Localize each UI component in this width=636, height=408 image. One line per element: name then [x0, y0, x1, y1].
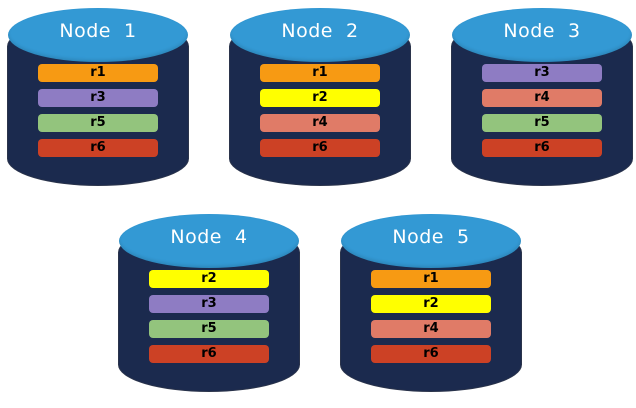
replica-bar[interactable]: r6: [260, 139, 380, 157]
replica-list: r1 r2 r4 r6: [341, 270, 521, 363]
replica-list: r2 r3 r5 r6: [119, 270, 299, 363]
replica-bar[interactable]: r6: [371, 345, 491, 363]
replica-bar[interactable]: r3: [38, 89, 158, 107]
replica-list: r3 r4 r5 r6: [452, 64, 632, 157]
replica-bar[interactable]: r4: [371, 320, 491, 338]
replica-bar[interactable]: r3: [149, 295, 269, 313]
replica-bar[interactable]: r2: [149, 270, 269, 288]
replica-list: r1 r2 r4 r6: [230, 64, 410, 157]
replica-bar[interactable]: r3: [482, 64, 602, 82]
replica-bar[interactable]: r1: [38, 64, 158, 82]
node-top-ellipse: [452, 8, 632, 62]
replica-bar[interactable]: r5: [149, 320, 269, 338]
replica-bar[interactable]: r6: [482, 139, 602, 157]
replica-bar[interactable]: r6: [38, 139, 158, 157]
replica-bar[interactable]: r2: [371, 295, 491, 313]
node-top-ellipse: [119, 214, 299, 268]
node-top-ellipse: [230, 8, 410, 62]
replica-bar[interactable]: r2: [260, 89, 380, 107]
replica-bar[interactable]: r4: [260, 114, 380, 132]
replica-list: r1 r3 r5 r6: [8, 64, 188, 157]
replica-bar[interactable]: r1: [371, 270, 491, 288]
replica-bar[interactable]: r1: [260, 64, 380, 82]
replica-bar[interactable]: r5: [38, 114, 158, 132]
node-top-ellipse: [8, 8, 188, 62]
node-top-ellipse: [341, 214, 521, 268]
replica-bar[interactable]: r4: [482, 89, 602, 107]
replica-bar[interactable]: r6: [149, 345, 269, 363]
replica-bar[interactable]: r5: [482, 114, 602, 132]
